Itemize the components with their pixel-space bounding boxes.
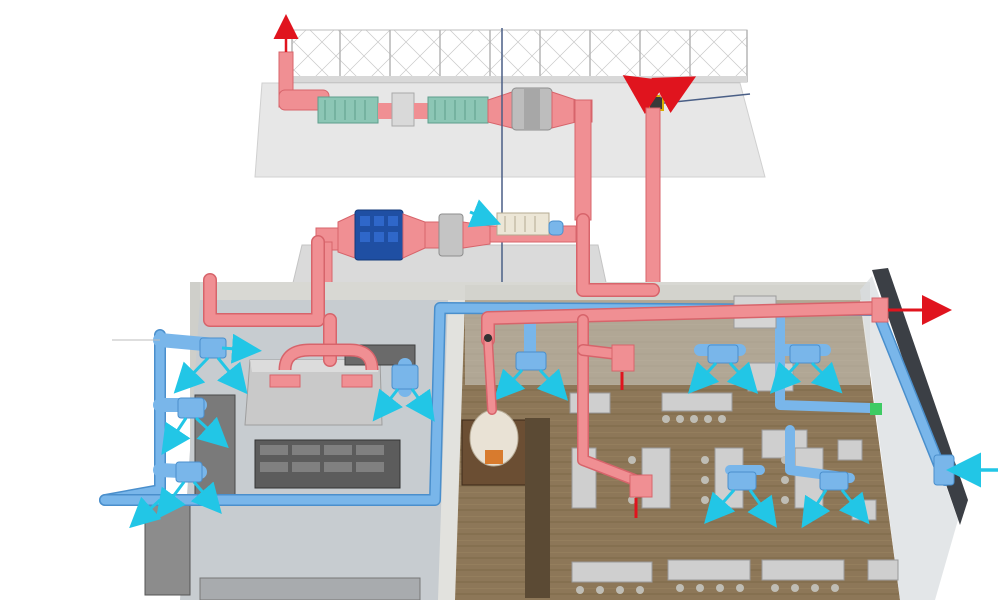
exhaust-riser-duct <box>574 99 592 221</box>
roof-equipment-train <box>317 87 593 131</box>
ceiling-diffuser-icon <box>819 471 849 491</box>
ceiling-diffuser-icon <box>177 397 205 419</box>
ceiling-diffuser-icon <box>933 454 955 486</box>
exhaust-grille-1 <box>611 344 635 372</box>
wall-exhaust-outlet <box>871 297 889 323</box>
ceiling-diffuser-icon <box>707 344 739 364</box>
ceiling-diffuser-icon <box>175 461 203 483</box>
prep-counter <box>144 504 191 596</box>
roof-filter-unit-2 <box>427 96 489 124</box>
roof-filter-unit-1 <box>317 96 379 124</box>
roof-control-box <box>391 92 415 127</box>
kitchen-hood-collars <box>269 343 379 388</box>
roof-fence <box>291 29 748 83</box>
damper-node <box>484 334 492 342</box>
fresh-air-inlet-arrow-icon <box>467 199 502 228</box>
mid-fan-unit <box>438 213 464 257</box>
ceiling-diffuser-icon <box>727 471 757 491</box>
damper-green <box>870 403 882 415</box>
supply-air-arrows <box>129 333 998 529</box>
ceiling-diffuser-icon <box>515 351 547 371</box>
exhaust-grille-2 <box>629 474 653 498</box>
front-counter <box>199 577 421 601</box>
pizza-oven <box>461 409 550 598</box>
ceiling-diffuser-icon <box>391 364 419 390</box>
supply-riser-duct <box>645 107 661 309</box>
roof-exhaust-stack <box>273 14 330 111</box>
ceiling-diffuser-icon <box>789 344 821 364</box>
roof-fresh-air-intake <box>622 75 751 114</box>
